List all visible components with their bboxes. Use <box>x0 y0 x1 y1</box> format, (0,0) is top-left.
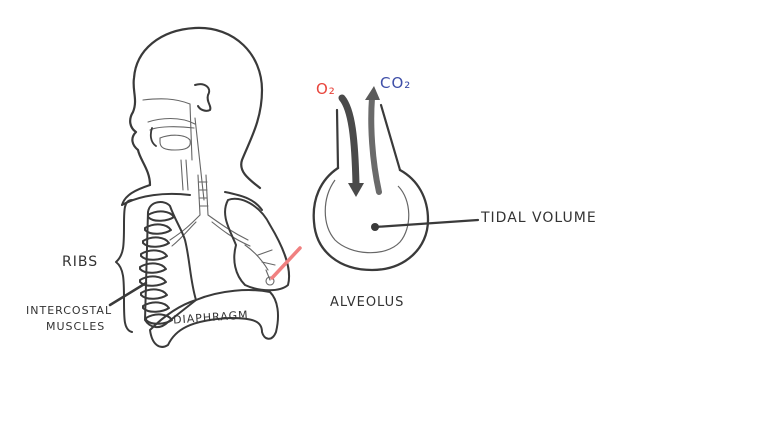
o2-label: O₂ <box>316 80 336 98</box>
alveolus-highlight-line <box>270 246 302 280</box>
tidal-volume-label: TIDAL VOLUME <box>481 210 597 226</box>
down-arrow-icon <box>338 94 364 197</box>
ribs <box>139 210 175 325</box>
torso-outline <box>121 191 263 211</box>
alveolus-label: ALVEOLUS <box>330 295 405 310</box>
trachea <box>169 174 251 247</box>
intercostal-pointer <box>108 281 148 307</box>
intercostal-label-line1: INTERCOSTAL <box>26 304 113 317</box>
ribs-label: RIBS <box>62 254 99 270</box>
up-arrow-icon <box>365 86 382 195</box>
ribs-brace <box>115 199 133 333</box>
co2-label: CO₂ <box>380 74 412 92</box>
alveolus <box>312 103 480 272</box>
head-outline <box>121 26 264 206</box>
intercostal-label-line2: MUSCLES <box>46 320 106 333</box>
right-lung <box>224 197 291 292</box>
airway-upper <box>142 98 205 201</box>
diaphragm <box>149 289 279 348</box>
